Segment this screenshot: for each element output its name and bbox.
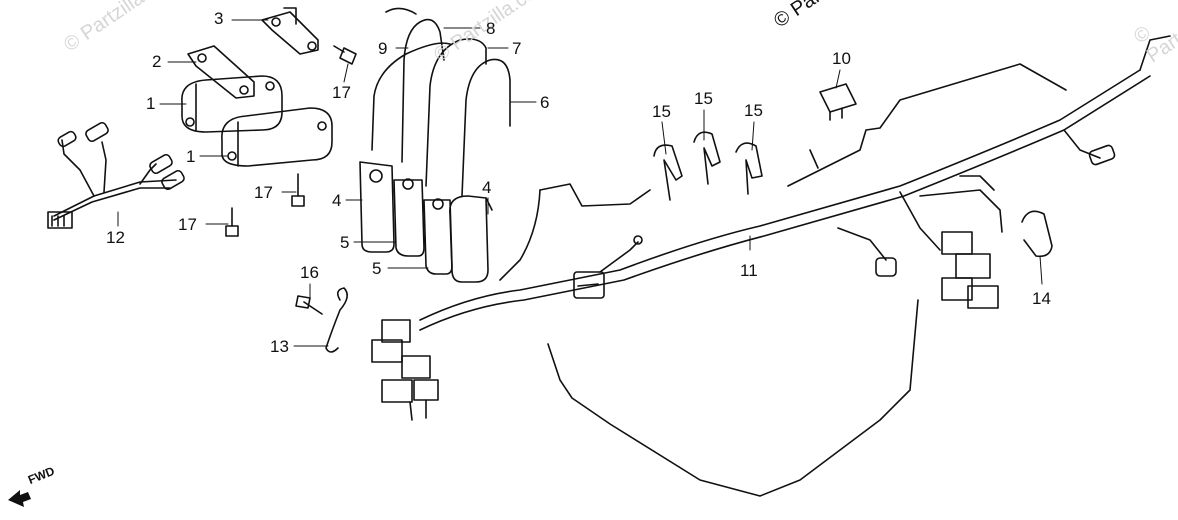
callout-17-upper: 17 (332, 83, 351, 102)
plug-cap-left (359, 161, 395, 253)
high-tension-cord-7 (425, 38, 487, 187)
callout-1-lower: 1 (186, 147, 196, 166)
coil-bracket-lower (187, 45, 255, 99)
relay (819, 83, 857, 121)
callout-14: 14 (1032, 289, 1051, 308)
callout-15-center: 15 (694, 89, 713, 108)
cable-band-1 (653, 144, 683, 201)
cable-band-2 (693, 131, 721, 185)
cable-band-3 (735, 142, 763, 195)
callout-17-middle: 17 (254, 183, 273, 202)
callout-9: 9 (378, 39, 388, 58)
callout-5-upper: 5 (340, 233, 350, 252)
coil-bracket-upper (261, 7, 319, 55)
callout-4-left: 4 (332, 191, 342, 210)
main-wire-harness (371, 35, 1171, 421)
callout-2: 2 (152, 52, 162, 71)
high-tension-cord-9 (371, 42, 451, 151)
wire-band (325, 287, 348, 353)
callout-16: 16 (300, 263, 319, 282)
leader-lines (117, 19, 1043, 347)
high-tension-cord-8 (385, 7, 445, 163)
frame-outline (499, 63, 1067, 497)
harness-clamp (1021, 210, 1053, 258)
callout-6: 6 (540, 93, 550, 112)
callout-4-right: 4 (482, 178, 492, 197)
ignition-coil-upper (181, 75, 283, 133)
bolt-middle (291, 173, 305, 207)
callout-8: 8 (486, 19, 496, 38)
callout-11: 11 (740, 261, 758, 280)
callout-1-upper: 1 (146, 94, 156, 113)
callout-12: 12 (106, 228, 125, 247)
plug-seal-right (423, 198, 453, 275)
callout-13: 13 (270, 337, 289, 356)
forward-arrow-icon (8, 490, 31, 507)
screw (295, 295, 323, 315)
callout-3: 3 (214, 9, 224, 28)
callout-10: 10 (832, 49, 851, 68)
callout-17-lower: 17 (178, 215, 197, 234)
bolt-lower (225, 207, 239, 237)
callout-15-right: 15 (744, 101, 763, 120)
bolt-upper (333, 45, 357, 65)
sub-wire-harness (47, 121, 185, 229)
plug-seal-left (393, 178, 425, 257)
callout-5-lower: 5 (372, 259, 382, 278)
callout-15-left: 15 (652, 102, 671, 121)
high-tension-cord-6 (461, 58, 511, 197)
callout-7: 7 (512, 39, 522, 58)
plug-cap-right (449, 195, 493, 283)
ignition-coil-lower (221, 107, 333, 167)
